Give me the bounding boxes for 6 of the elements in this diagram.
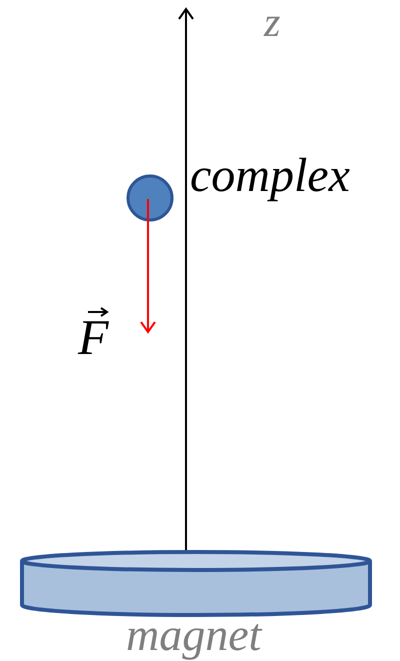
magnet-label: magnet bbox=[126, 612, 262, 658]
axis-label: z bbox=[264, 2, 280, 44]
force-label: F bbox=[78, 306, 109, 362]
magnet-disc bbox=[20, 549, 372, 617]
particle-circle bbox=[126, 174, 174, 222]
complex-label: complex bbox=[190, 152, 350, 200]
